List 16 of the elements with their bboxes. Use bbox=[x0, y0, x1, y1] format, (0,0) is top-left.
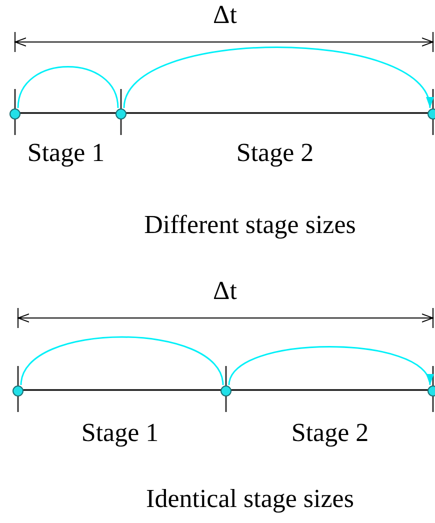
arc-line bbox=[20, 336, 224, 386]
stage-label: Stage 1 bbox=[27, 138, 105, 168]
stage-label: Stage 2 bbox=[291, 418, 369, 448]
timeline-point bbox=[12, 384, 24, 396]
caption-text: Identical stage sizes bbox=[146, 484, 354, 514]
dimension-label: Δt bbox=[213, 0, 237, 30]
arrow bbox=[123, 46, 431, 108]
dimension-label: Δt bbox=[213, 276, 237, 306]
arc-line bbox=[17, 66, 119, 108]
arrow bbox=[228, 346, 431, 386]
timeline-point bbox=[9, 107, 21, 119]
caption-text: Different stage sizes bbox=[144, 210, 356, 240]
stage-label: Stage 1 bbox=[81, 418, 159, 448]
timeline-point bbox=[115, 107, 127, 119]
stage-label: Stage 2 bbox=[236, 138, 314, 168]
timeline-point bbox=[220, 384, 232, 396]
